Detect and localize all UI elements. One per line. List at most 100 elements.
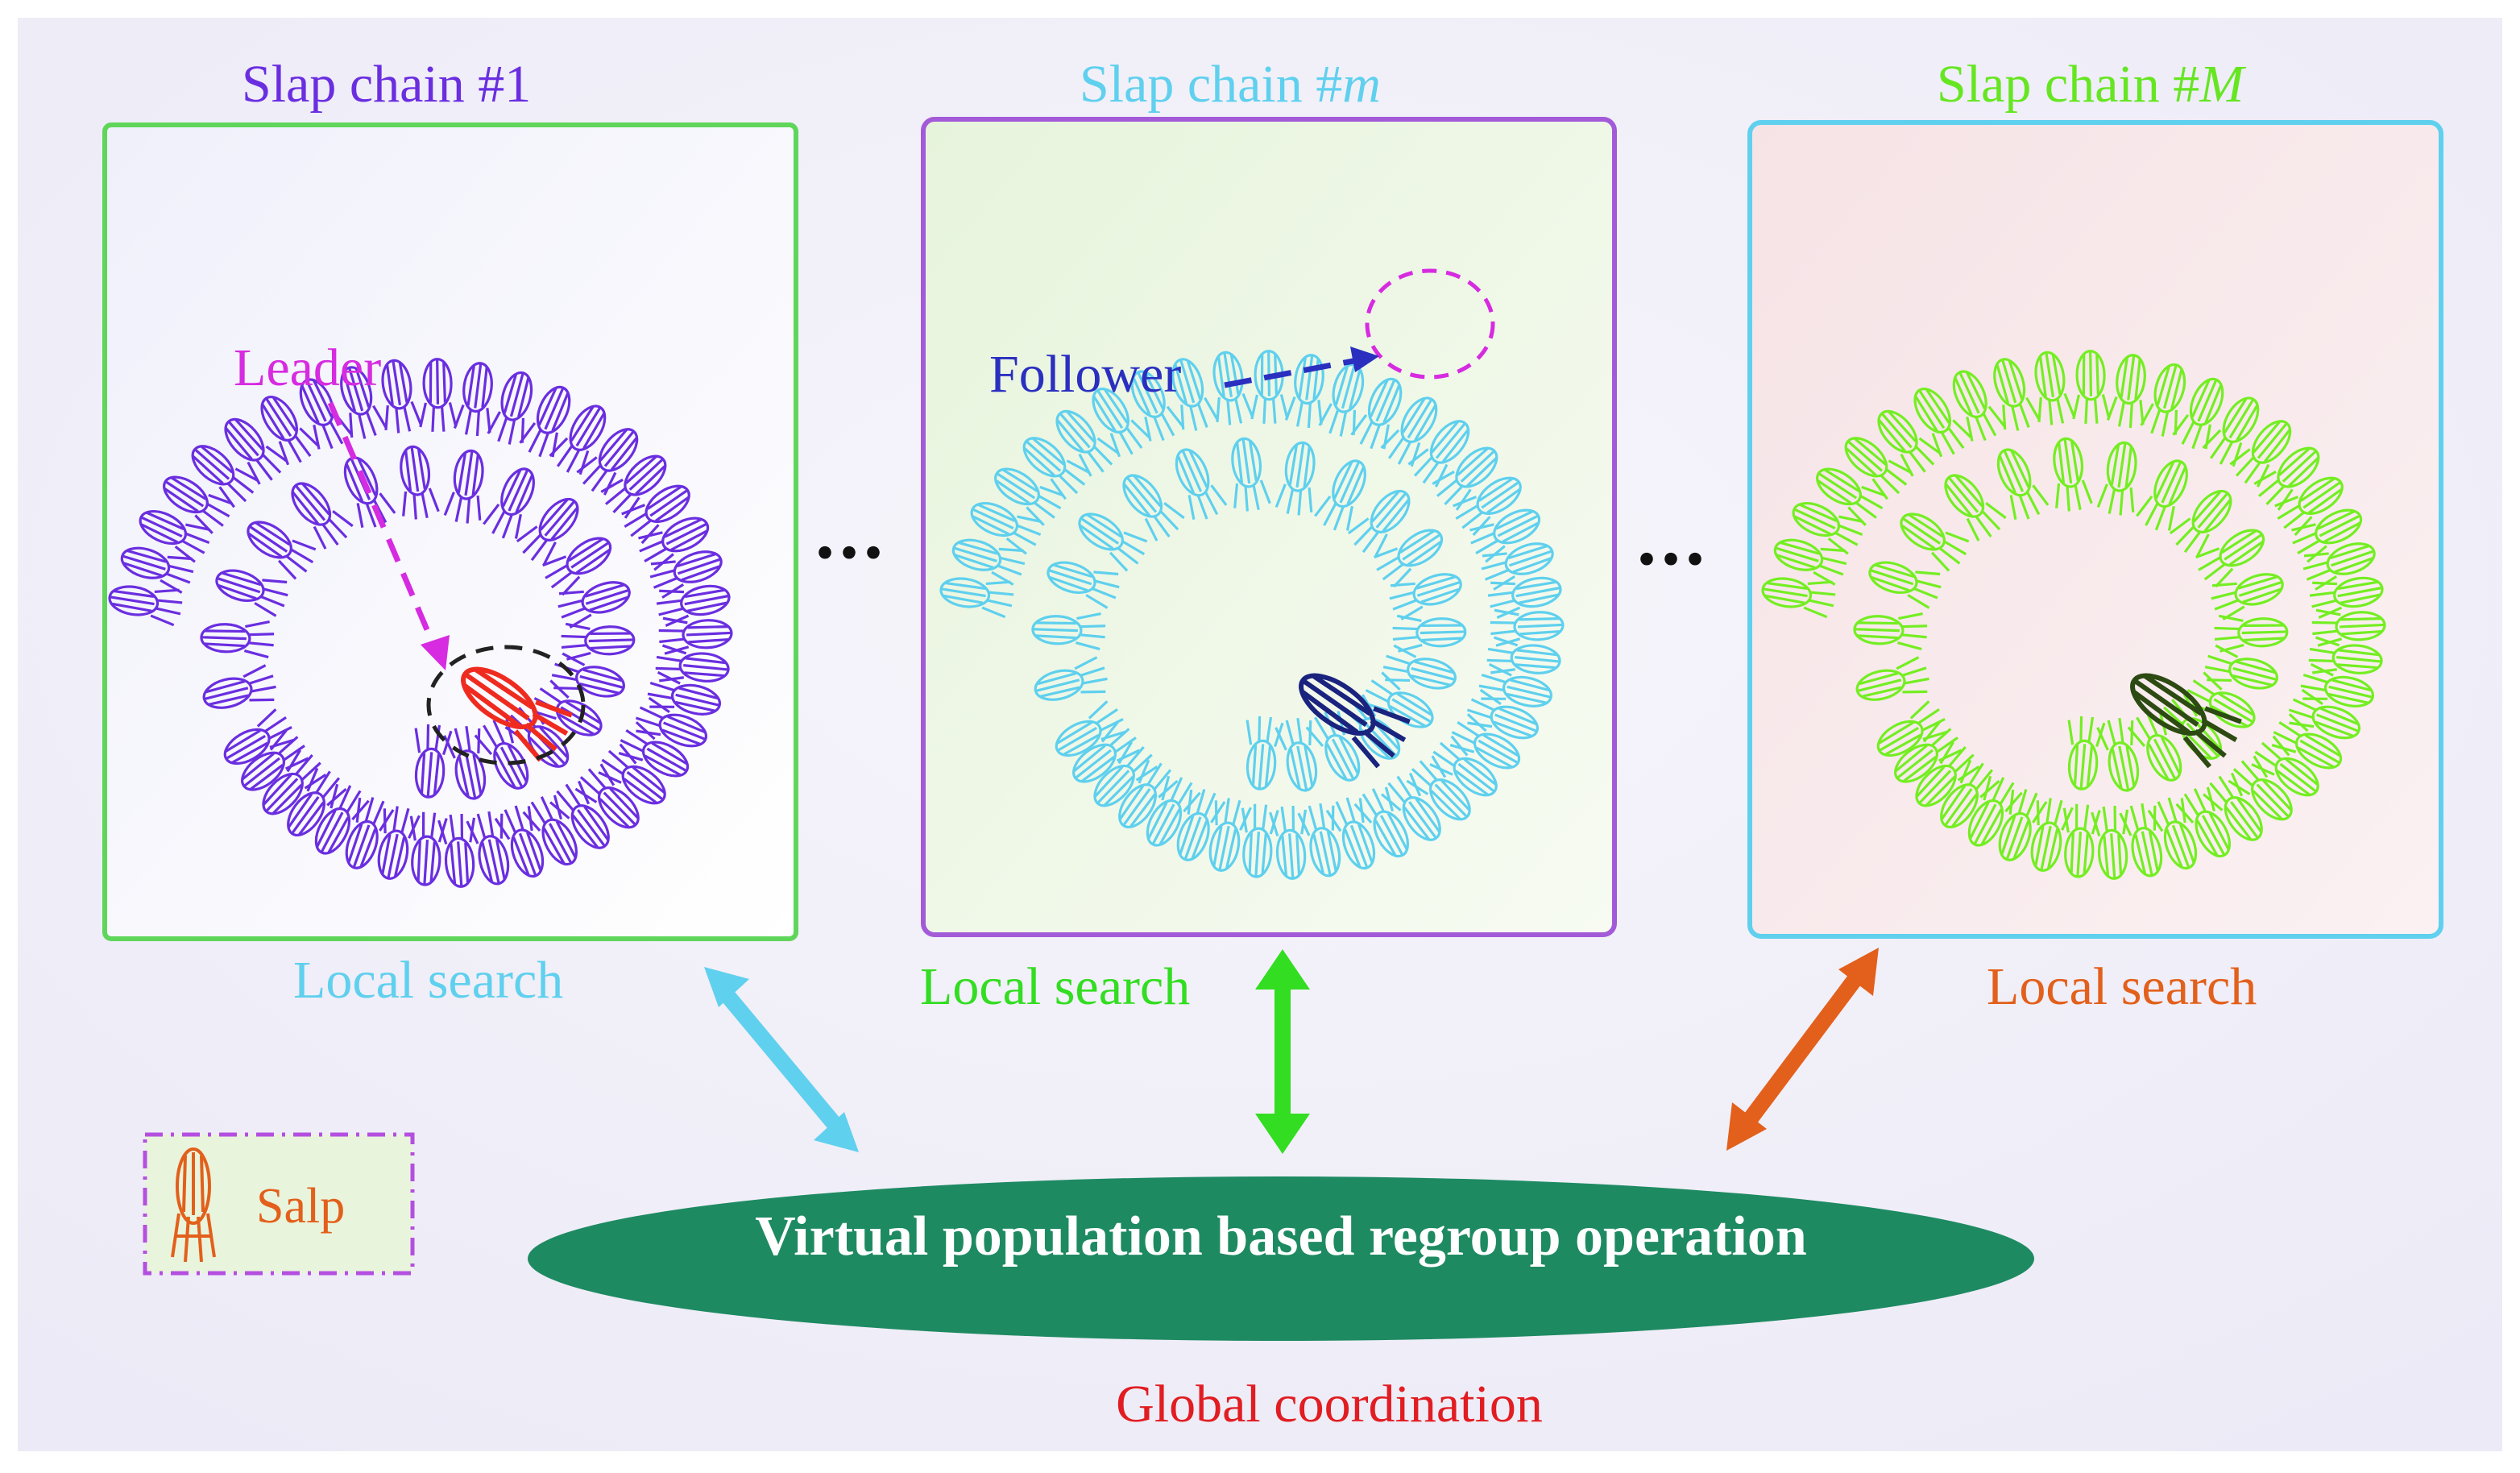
salp-icon — [2119, 803, 2163, 878]
salp-icon — [247, 521, 317, 580]
salp-icon — [241, 729, 309, 791]
salp-icon — [1245, 716, 1284, 790]
salp-icon — [494, 805, 545, 878]
salp-icon — [649, 550, 723, 599]
salp-icon — [2211, 573, 2284, 621]
salp-icon — [1389, 573, 1462, 621]
salp-icon — [1913, 388, 1972, 458]
salp-icon — [2309, 576, 2384, 619]
salp-icon — [466, 811, 510, 886]
panel-m-frame — [921, 117, 1617, 937]
salp-icon — [1118, 759, 1179, 828]
salp-icon — [2251, 735, 2319, 797]
panel-M-frame — [1747, 120, 2443, 939]
salp-icon — [108, 585, 183, 627]
salp-icon — [1382, 644, 1457, 690]
salp-icon — [561, 622, 636, 661]
salp-icon — [1998, 789, 2048, 861]
follower-arrow — [1224, 358, 1354, 388]
local-search-arrow-M — [1726, 948, 1879, 1151]
salp-icon — [1406, 755, 1471, 821]
panel-title-index: 1 — [504, 55, 532, 114]
local-search-label-1: Local search — [293, 951, 564, 1010]
salp-icon — [2228, 755, 2293, 821]
salp-icon — [576, 428, 639, 496]
salp-icon — [381, 359, 422, 434]
salp-icon — [2096, 717, 2140, 792]
salp-icon — [483, 467, 535, 539]
salp-icon — [1392, 614, 1467, 653]
salp-icon — [1407, 420, 1470, 488]
salp-icon — [994, 467, 1064, 526]
salp-icon — [2053, 437, 2093, 512]
salp-icon — [1381, 772, 1441, 841]
salp-chain-M — [1761, 350, 2386, 880]
regroup-label: Virtual population based regroup operati… — [755, 1205, 1807, 1268]
salp-icon — [2311, 608, 2386, 647]
salp-icon — [2274, 476, 2344, 537]
panel-title-m: Slap chain #m — [1080, 58, 1381, 111]
local-search-label-m: Local search — [920, 957, 1191, 1016]
local-search-arrow-1 — [704, 967, 859, 1152]
salp-icon — [1297, 803, 1341, 878]
salp-icon — [2091, 805, 2129, 880]
salp-icon — [400, 445, 440, 520]
salp-icon — [2271, 713, 2343, 770]
salp-icon — [215, 569, 288, 617]
salp-icon — [1855, 656, 1929, 701]
salp-icon — [1944, 474, 2007, 541]
salp-icon — [453, 362, 493, 437]
salp-icon — [299, 378, 353, 450]
salp-icon — [437, 813, 476, 888]
salp-icon — [1432, 446, 1498, 511]
salp-icon — [1940, 759, 2000, 828]
salp-icon — [262, 749, 327, 815]
leader-label: Leader — [234, 338, 382, 397]
salp-icon — [1844, 437, 1912, 500]
salp-icon — [2253, 446, 2320, 511]
salp-icon — [1031, 612, 1106, 651]
salp-icon — [1380, 396, 1438, 467]
salp-icon — [1792, 501, 1863, 555]
salp-icon — [1877, 409, 1941, 477]
salp-icon — [600, 454, 667, 519]
salp-icon — [1208, 798, 1252, 872]
salp-icon — [638, 517, 710, 571]
salp-icon — [1486, 636, 1561, 674]
salp-icon — [522, 795, 578, 866]
salp-icon — [1176, 789, 1226, 861]
salp-icon — [1325, 797, 1376, 870]
salp-icon — [1996, 448, 2050, 520]
salp-icon — [2203, 772, 2263, 841]
salp-icon — [1078, 512, 1148, 572]
salp-icon — [2308, 636, 2383, 674]
salp-icon — [1915, 741, 1980, 807]
salp-icon — [658, 616, 733, 655]
salp-icon — [1275, 717, 1318, 792]
salp-icon — [598, 743, 666, 805]
global-coordination-label: Global coordination — [1116, 1375, 1543, 1434]
salp-chain-1 — [108, 358, 733, 888]
salp-icon — [2229, 420, 2292, 488]
salp-icon — [202, 664, 276, 709]
salp-icon — [1047, 561, 1120, 609]
salp-icon — [635, 696, 707, 748]
salp-icon — [2302, 542, 2376, 591]
legend-salp-icon — [171, 1147, 216, 1263]
salp-icon — [1453, 476, 1522, 537]
salp-icon — [200, 620, 275, 659]
regroup-ellipse — [528, 1176, 2034, 1341]
salp-chain-m — [939, 350, 1565, 880]
salp-icon — [260, 396, 319, 466]
salp-icon — [1318, 363, 1365, 437]
leader-arrow — [327, 401, 438, 650]
salp-icon — [2140, 363, 2186, 437]
salp-icon — [414, 724, 453, 799]
salp-icon — [1093, 741, 1158, 807]
panel-title-prefix: Slap chain # — [1937, 55, 2200, 114]
follower-label: Follower — [989, 345, 1182, 404]
salp-icon — [291, 482, 354, 550]
salp-icon — [1092, 388, 1150, 458]
